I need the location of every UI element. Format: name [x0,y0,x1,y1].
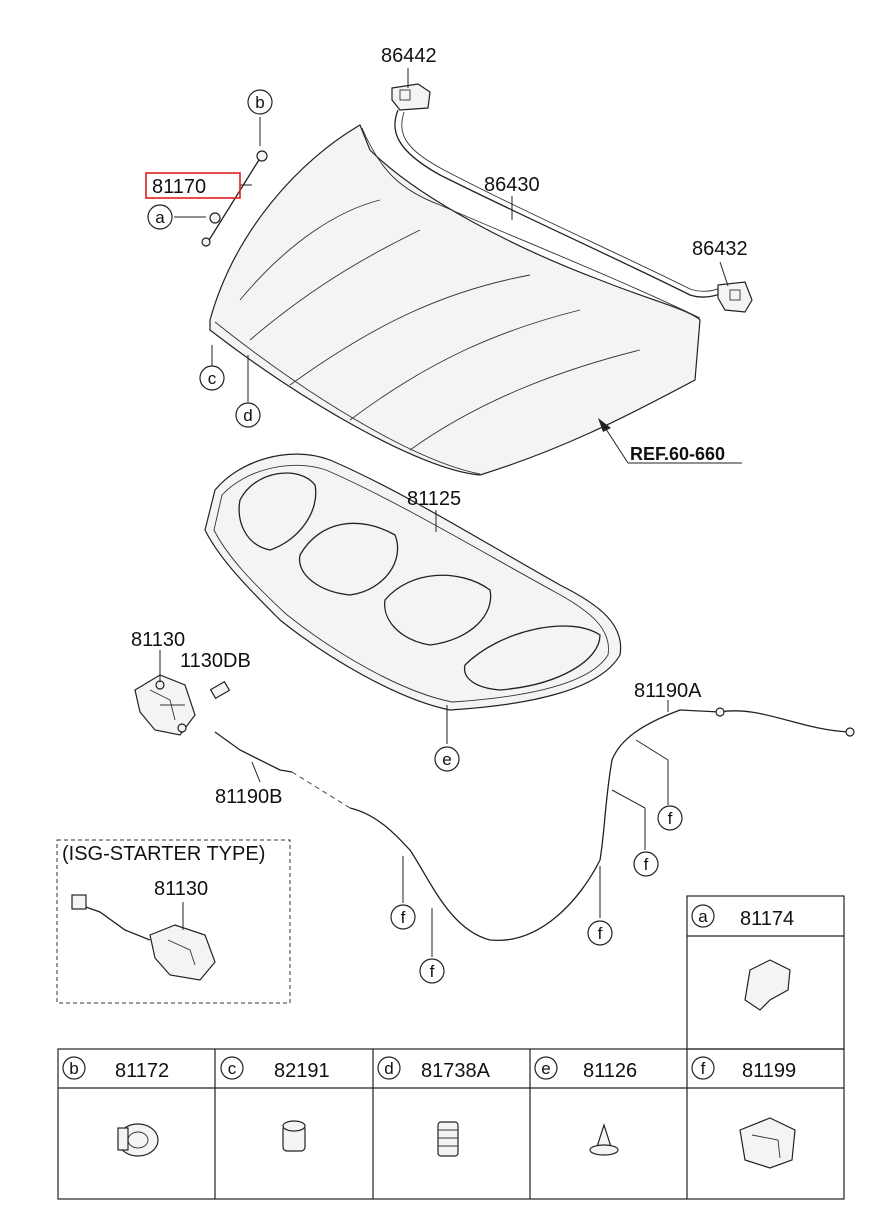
bumper-81738A-graphic [437,1121,459,1157]
svg-text:d: d [243,406,252,425]
label-81190B: 81190B [215,786,282,808]
legend-e: e 81126 [534,1056,637,1082]
bumper-86442-graphic [391,83,431,111]
svg-text:e: e [442,750,451,769]
label-86442: 86442 [381,45,437,67]
hood-panel[interactable] [209,124,701,476]
svg-text:f: f [401,908,406,927]
svg-text:f: f [644,855,649,874]
label-81190A: 81190A [634,680,702,702]
label-isg-title: (ISG-STARTER TYPE) [62,843,265,865]
legend-c-part: 82191 [274,1060,330,1082]
isg-box [56,839,291,1004]
legend-f-part: 81199 [742,1060,796,1082]
callout-b-top: b [247,89,273,115]
callout-f-1: f [657,805,683,831]
latch-bolt-1130DB-graphic [209,680,231,700]
svg-text:f: f [430,962,435,981]
cable-81190B[interactable] [214,731,293,773]
svg-text:e: e [541,1059,550,1078]
label-86430: 86430 [484,174,540,196]
callout-f-2: f [633,851,659,877]
clip-81174-graphic [744,959,791,1011]
svg-text:f: f [701,1059,706,1078]
callout-f-5: f [419,958,445,984]
isg-latch-graphic [71,894,216,981]
clip-81199-graphic [739,1117,796,1169]
weatherstrip-86430[interactable] [394,109,729,298]
label-ref[interactable]: REF.60-660 [630,444,725,464]
legend-d: d 81738A [377,1056,491,1082]
legend-c: c 82191 [220,1056,330,1082]
callout-c-top: c [199,365,225,391]
callout-f-3: f [587,920,613,946]
legend-f: f 81199 [691,1056,796,1082]
highlight-box-81170 [145,172,241,199]
label-isg-81130: 81130 [154,878,208,900]
legend-b-part: 81172 [115,1060,169,1082]
legend-d-part: 81738A [421,1060,491,1082]
callout-a-top: a [147,204,173,230]
bumper-82191-graphic [282,1120,306,1152]
label-81130: 81130 [131,629,185,651]
svg-text:f: f [598,924,603,943]
grommet-81172-graphic [117,1123,159,1157]
lift-support-81170-graphic [201,150,268,247]
legend-grid [57,895,845,1200]
svg-text:f: f [668,809,673,828]
clip-81126-graphic [589,1123,619,1156]
svg-text:d: d [384,1059,393,1078]
callout-f-4: f [390,904,416,930]
svg-text:c: c [208,369,217,388]
label-81125: 81125 [407,488,461,510]
legend-a: a 81174 [691,904,794,930]
legend-e-part: 81126 [583,1060,637,1082]
callout-d-top: d [235,402,261,428]
svg-text:a: a [698,907,708,926]
svg-text:b: b [255,93,264,112]
label-1130DB: 1130DB [180,650,251,672]
hood-insulator[interactable] [204,453,622,711]
hood-latch-81130-graphic [134,674,196,736]
leader-lines [159,68,729,957]
svg-text:b: b [69,1059,78,1078]
legend-b: b 81172 [62,1056,169,1082]
legend-a-part: 81174 [740,908,794,930]
label-81170[interactable]: 81170 [152,176,206,198]
ref-arrow [598,418,742,464]
label-86432: 86432 [692,238,748,260]
callout-e-top: e [434,746,460,772]
svg-text:a: a [155,208,165,227]
svg-text:c: c [228,1059,237,1078]
bumper-86432-graphic [717,281,753,313]
